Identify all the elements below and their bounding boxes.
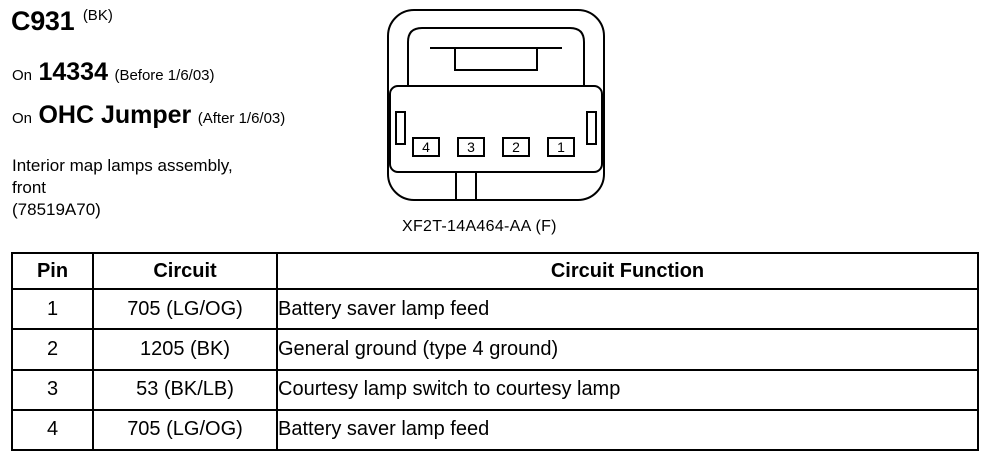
circuit-cell: 705 (LG/OG) (92, 408, 278, 452)
description-line: Interior map lamps assembly, (12, 156, 233, 175)
usage-prefix: On (12, 110, 33, 127)
pin-cavity (412, 137, 440, 157)
description-line: front (12, 178, 47, 197)
table-row: 3 53 (BK/LB) Courtesy lamp switch to cou… (11, 368, 979, 411)
column-header-function: Circuit Function (276, 252, 979, 290)
usage-note: (Before 1/6/03) (114, 67, 215, 84)
circuit-cell: 1205 (BK) (92, 328, 278, 371)
circuit-cell: 53 (BK/LB) (92, 368, 278, 411)
table-row: 1 705 (LG/OG) Battery saver lamp feed (11, 287, 979, 331)
function-cell: Battery saver lamp feed (276, 408, 979, 452)
pin-label: 1 (557, 139, 565, 155)
pin-label: 2 (512, 139, 520, 155)
connector-part-number: XF2T-14A464-AA (F) (402, 218, 557, 235)
function-cell: Courtesy lamp switch to courtesy lamp (276, 368, 979, 411)
usage-note: (After 1/6/03) (197, 110, 286, 127)
connector-bottom-key (455, 171, 477, 201)
pin-cell: 1 (11, 287, 94, 331)
connector-id: C931 (11, 6, 75, 36)
usage-prefix: On (12, 67, 33, 84)
component-description: Interior map lamps assembly, front (7851… (12, 155, 312, 221)
connector-side-key (395, 111, 406, 145)
usage-name: 14334 (38, 58, 108, 86)
usage-line-1: On 14334 (Before 1/6/03) (12, 58, 215, 87)
connector-side-key (586, 111, 597, 145)
pin-cell: 4 (11, 408, 94, 452)
pin-cell: 2 (11, 328, 94, 371)
pin-label: 4 (422, 139, 430, 155)
pin-table: Pin Circuit Circuit Function 1 705 (LG/O… (11, 252, 979, 452)
connector-color: (BK) (82, 7, 113, 24)
function-cell: Battery saver lamp feed (276, 287, 979, 331)
description-line: (78519A70) (12, 200, 101, 219)
connector-latch (454, 47, 538, 71)
column-header-pin: Pin (11, 252, 94, 290)
column-header-circuit: Circuit (92, 252, 278, 290)
table-row: 2 1205 (BK) General ground (type 4 groun… (11, 328, 979, 371)
pin-label: 3 (467, 139, 475, 155)
circuit-cell: 705 (LG/OG) (92, 287, 278, 331)
pin-cavity (547, 137, 575, 157)
connector-body (389, 85, 603, 173)
pin-cavity (502, 137, 530, 157)
connector-title: C931 (BK) (11, 6, 113, 37)
connector-outer-shell (387, 9, 605, 201)
pin-cavity (457, 137, 485, 157)
function-cell: General ground (type 4 ground) (276, 328, 979, 371)
table-header-row: Pin Circuit Circuit Function (11, 252, 979, 290)
connector-inner-frame (407, 27, 585, 86)
usage-name: OHC Jumper (38, 101, 192, 129)
table-row: 4 705 (LG/OG) Battery saver lamp feed (11, 408, 979, 452)
usage-line-2: On OHC Jumper (After 1/6/03) (12, 101, 285, 130)
pin-cell: 3 (11, 368, 94, 411)
